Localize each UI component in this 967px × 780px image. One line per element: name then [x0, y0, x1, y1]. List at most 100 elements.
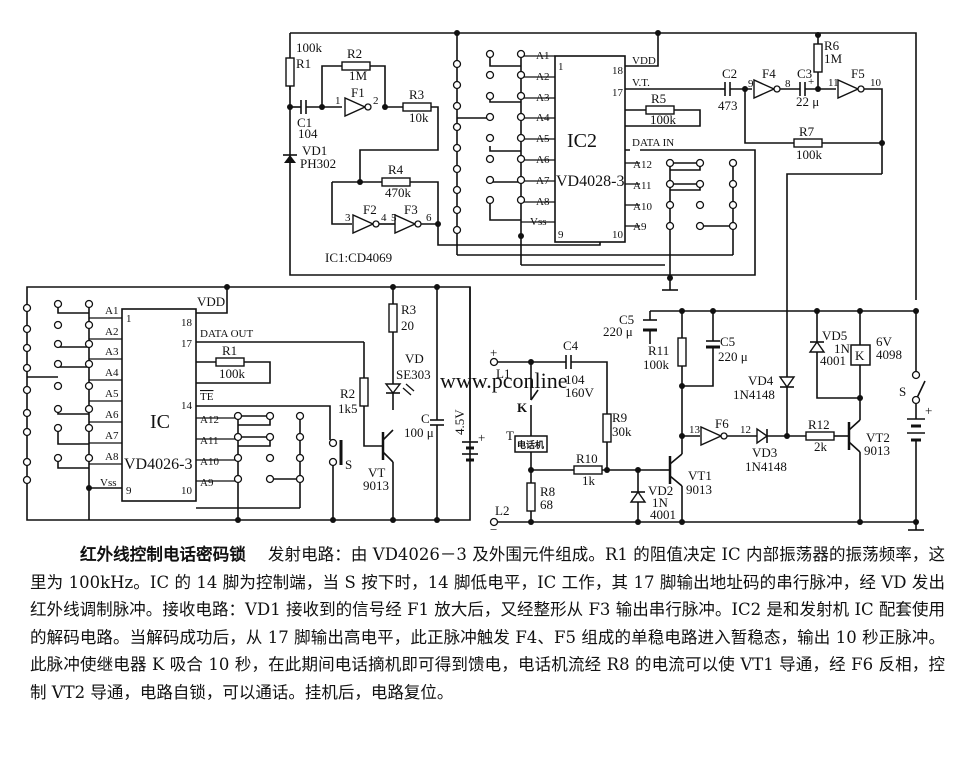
- jumper-terminal[interactable]: [53, 320, 63, 330]
- jumper-terminal[interactable]: [233, 432, 243, 442]
- jumper-terminal[interactable]: [485, 154, 495, 164]
- jumper-terminal[interactable]: [452, 143, 462, 153]
- ir-led-vd: [384, 383, 415, 396]
- terminal-l2[interactable]: [489, 517, 499, 527]
- jumper-terminal[interactable]: [485, 70, 495, 80]
- jumper-terminal[interactable]: [295, 453, 305, 463]
- jumper-terminal[interactable]: [22, 475, 32, 485]
- caption: 红外线控制电话密码锁发射电路：由 VD4026－3 及外围元件组成。R1 的阻值…: [30, 541, 945, 706]
- jumper-terminal[interactable]: [22, 427, 32, 437]
- jumper-terminal[interactable]: [452, 59, 462, 69]
- jumper-terminal[interactable]: [452, 205, 462, 215]
- tx-pin-label: A3: [105, 346, 119, 358]
- jumper-terminal[interactable]: [53, 404, 63, 414]
- jumper-terminal[interactable]: [84, 320, 94, 330]
- jumper-terminal[interactable]: [22, 408, 32, 418]
- jumper-terminal[interactable]: [516, 91, 526, 101]
- jumper-terminal[interactable]: [84, 381, 94, 391]
- jumper-terminal[interactable]: [22, 385, 32, 395]
- ic2-pin-label: A6: [536, 154, 550, 166]
- jumper-terminal[interactable]: [452, 164, 462, 174]
- jumper-terminal[interactable]: [265, 432, 275, 442]
- jumper-terminal[interactable]: [84, 299, 94, 309]
- jumper-terminal[interactable]: [22, 457, 32, 467]
- jumper-terminal[interactable]: [695, 221, 705, 231]
- jumper-terminal[interactable]: [22, 303, 32, 313]
- jumper-terminal[interactable]: [53, 381, 63, 391]
- jumper-terminal[interactable]: [695, 158, 705, 168]
- power-switch-s[interactable]: [911, 311, 926, 405]
- diode-vd3: [756, 427, 769, 445]
- tx-r2-value: 1k5: [338, 401, 358, 416]
- jumper-terminal[interactable]: [665, 221, 675, 231]
- l1-label: L1: [496, 366, 510, 381]
- jumper-terminal[interactable]: [485, 133, 495, 143]
- c4-voltage: 160V: [565, 385, 595, 400]
- jumper-terminal[interactable]: [53, 453, 63, 463]
- tx-push-switch-s[interactable]: [328, 438, 343, 521]
- jumper-terminal[interactable]: [53, 423, 63, 433]
- jumper-terminal[interactable]: [84, 423, 94, 433]
- jumper-terminal[interactable]: [233, 453, 243, 463]
- jumper-terminal[interactable]: [295, 432, 305, 442]
- jumper-terminal[interactable]: [84, 359, 94, 369]
- jumper-terminal[interactable]: [22, 343, 32, 353]
- transistor-vt1: [660, 453, 683, 522]
- jumper-terminal[interactable]: [452, 225, 462, 235]
- jumper-terminal[interactable]: [516, 133, 526, 143]
- tx-vd-label: VD: [405, 351, 424, 366]
- jumper-terminal[interactable]: [233, 474, 243, 484]
- jumper-terminal[interactable]: [22, 324, 32, 334]
- jumper-terminal[interactable]: [485, 195, 495, 205]
- jumper-terminal[interactable]: [485, 175, 495, 185]
- jumper-terminal[interactable]: [665, 158, 675, 168]
- jumper-terminal[interactable]: [84, 453, 94, 463]
- vt2-label: VT2: [866, 430, 890, 445]
- jumper-terminal[interactable]: [295, 411, 305, 421]
- jumper-terminal[interactable]: [516, 70, 526, 80]
- jumper-terminal[interactable]: [295, 474, 305, 484]
- jumper-terminal[interactable]: [665, 179, 675, 189]
- f3-label: F3: [404, 202, 418, 217]
- jumper-terminal[interactable]: [84, 339, 94, 349]
- jumper-terminal[interactable]: [452, 101, 462, 111]
- jumper-terminal[interactable]: [665, 200, 675, 210]
- svg-text:9: 9: [558, 229, 564, 241]
- jumper-terminal[interactable]: [728, 200, 738, 210]
- jumper-terminal[interactable]: [516, 154, 526, 164]
- jumper-terminal[interactable]: [485, 91, 495, 101]
- jumper-terminal[interactable]: [728, 179, 738, 189]
- jumper-terminal[interactable]: [53, 299, 63, 309]
- jumper-terminal[interactable]: [84, 404, 94, 414]
- svg-text:1N: 1N: [834, 341, 851, 356]
- inverter-f2: [352, 214, 380, 234]
- tx-pin-label: Vss: [100, 477, 117, 489]
- jumper-terminal[interactable]: [516, 175, 526, 185]
- jumper-terminal[interactable]: [516, 112, 526, 122]
- circuit-schematic: 100k R1 C1 104 VD1 PH302 R2 1M F1 1 2 R3…: [22, 30, 932, 537]
- jumper-terminal[interactable]: [728, 158, 738, 168]
- f6-label: F6: [715, 416, 729, 431]
- jumper-terminal[interactable]: [516, 195, 526, 205]
- jumper-terminal[interactable]: [728, 221, 738, 231]
- jumper-terminal[interactable]: [452, 185, 462, 195]
- r2-label: R2: [347, 46, 362, 61]
- jumper-terminal[interactable]: [516, 49, 526, 59]
- terminal-l1[interactable]: [489, 357, 499, 367]
- jumper-terminal[interactable]: [695, 179, 705, 189]
- jumper-terminal[interactable]: [452, 80, 462, 90]
- tx-ic-label: IC: [150, 411, 170, 433]
- jumper-terminal[interactable]: [695, 200, 705, 210]
- jumper-terminal[interactable]: [22, 363, 32, 373]
- jumper-terminal[interactable]: [485, 49, 495, 59]
- jumper-terminal[interactable]: [53, 359, 63, 369]
- jumper-terminal[interactable]: [265, 453, 275, 463]
- jumper-terminal[interactable]: [265, 474, 275, 484]
- vd2-value: 4001: [650, 507, 676, 522]
- jumper-terminal[interactable]: [452, 122, 462, 132]
- jumper-terminal[interactable]: [53, 339, 63, 349]
- svg-text:+: +: [925, 403, 932, 418]
- jumper-terminal[interactable]: [265, 411, 275, 421]
- jumper-terminal[interactable]: [485, 112, 495, 122]
- jumper-terminal[interactable]: [233, 411, 243, 421]
